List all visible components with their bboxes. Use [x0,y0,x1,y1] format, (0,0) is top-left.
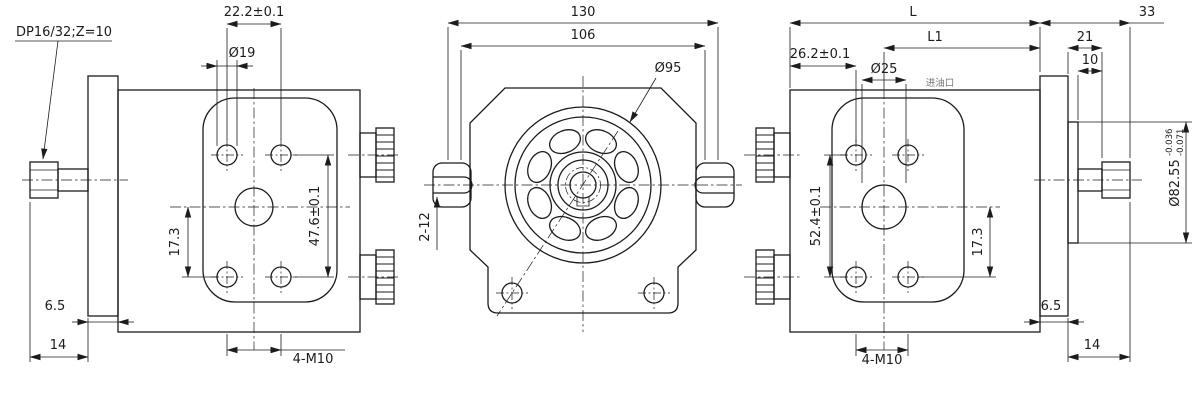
spoke-cutout [584,215,618,241]
dim-label-10: 10 [1082,53,1099,68]
dim-label-d82-tol-lower: -0.071 [1176,129,1186,156]
dim-label-52-4: 52.4±0.1 [809,186,824,247]
front-keyway [576,197,590,207]
centerline [496,130,619,317]
dim-label-17-3: 17.3 [168,228,183,257]
dim-label-d25: Ø25 [871,62,898,77]
dim-label-26-2: 26.2±0.1 [790,47,851,62]
right-side-ports [755,127,791,305]
right-dimensions: L 33 L1 21 10 26.2±0.1 Ø25 [789,5,1192,368]
dim-label-17-3-right: 17.3 [971,228,986,257]
bolt-hole-crosshairs [840,139,924,293]
left-spline-shaft [29,161,89,199]
dim-label-L1: L1 [927,30,943,45]
dim-label-14: 14 [50,338,67,353]
dim-label-106: 106 [571,28,596,43]
left-mounting-flange [87,75,119,317]
leader-line [629,77,657,123]
dim-label-6-5: 6.5 [45,299,66,314]
dim-label-6-5-right: 6.5 [1041,299,1062,314]
right-pilot-spigot [1067,121,1079,244]
left-pump-body [117,89,361,333]
spline-note-label: DP16/32;Z=10 [16,25,112,40]
right-centerlines [744,88,1142,350]
lug-hole-crosshairs [496,277,670,309]
dim-label-4-m10: 4-M10 [293,352,334,367]
left-side-ports [359,127,395,305]
spoke-cutout [613,186,639,220]
spoke-cutout [527,150,553,184]
left-centerlines [22,88,400,350]
leader-line [41,40,59,160]
dim-label-L: L [909,5,917,20]
dim-label-d19: Ø19 [229,46,256,61]
front-spoke-cutouts [527,129,639,241]
front-body-outline [469,87,697,314]
port-thread-lines [756,134,774,300]
port-name-label: 进油口 [926,77,955,89]
dim-label-4-m10-right: 4-M10 [862,353,903,368]
dim-label-14-right: 14 [1084,338,1101,353]
right-side-view: L 33 L1 21 10 26.2±0.1 Ø25 [744,5,1192,368]
dim-label-22-2: 22.2±0.1 [224,5,285,20]
dim-label-47-6: 47.6±0.1 [308,186,323,247]
dim-label-2-12: 2-12 [418,212,433,242]
spoke-cutout [584,129,618,155]
right-bolt-holes [845,144,919,288]
port-thread-lines [376,134,394,300]
front-centerlines [424,76,742,332]
left-side-view: DP16/32;Z=10 22.2±0.1 Ø19 17.3 47.6±0.1 … [15,5,400,367]
right-cover-plate [831,97,965,303]
right-mounting-flange [1039,75,1069,317]
bolt-hole-crosshairs [211,139,297,293]
right-pump-body [789,89,1041,333]
dim-spigot-diameter: Ø82.55 -0.036 -0.071 [1078,121,1192,244]
dim-label-33: 33 [1139,5,1156,20]
left-dimensions: DP16/32;Z=10 22.2±0.1 Ø19 17.3 47.6±0.1 … [15,5,345,367]
dim-label-130: 130 [571,5,596,20]
spoke-cutout [613,150,639,184]
spoke-cutout [548,215,582,241]
dim-label-d95: Ø95 [655,61,682,76]
spoke-cutout [527,186,553,220]
dim-label-d82-55: Ø82.55 [1168,159,1183,206]
front-dimensions: 130 106 Ø95 2-12 [418,5,719,250]
left-cover-plate [202,97,338,303]
dim-label-21: 21 [1077,30,1094,45]
front-right-ear-slot [694,176,734,194]
spoke-cutout [548,129,582,155]
front-view: 130 106 Ø95 2-12 [418,5,742,332]
dim-label-d82-tol-upper: -0.036 [1165,129,1175,156]
